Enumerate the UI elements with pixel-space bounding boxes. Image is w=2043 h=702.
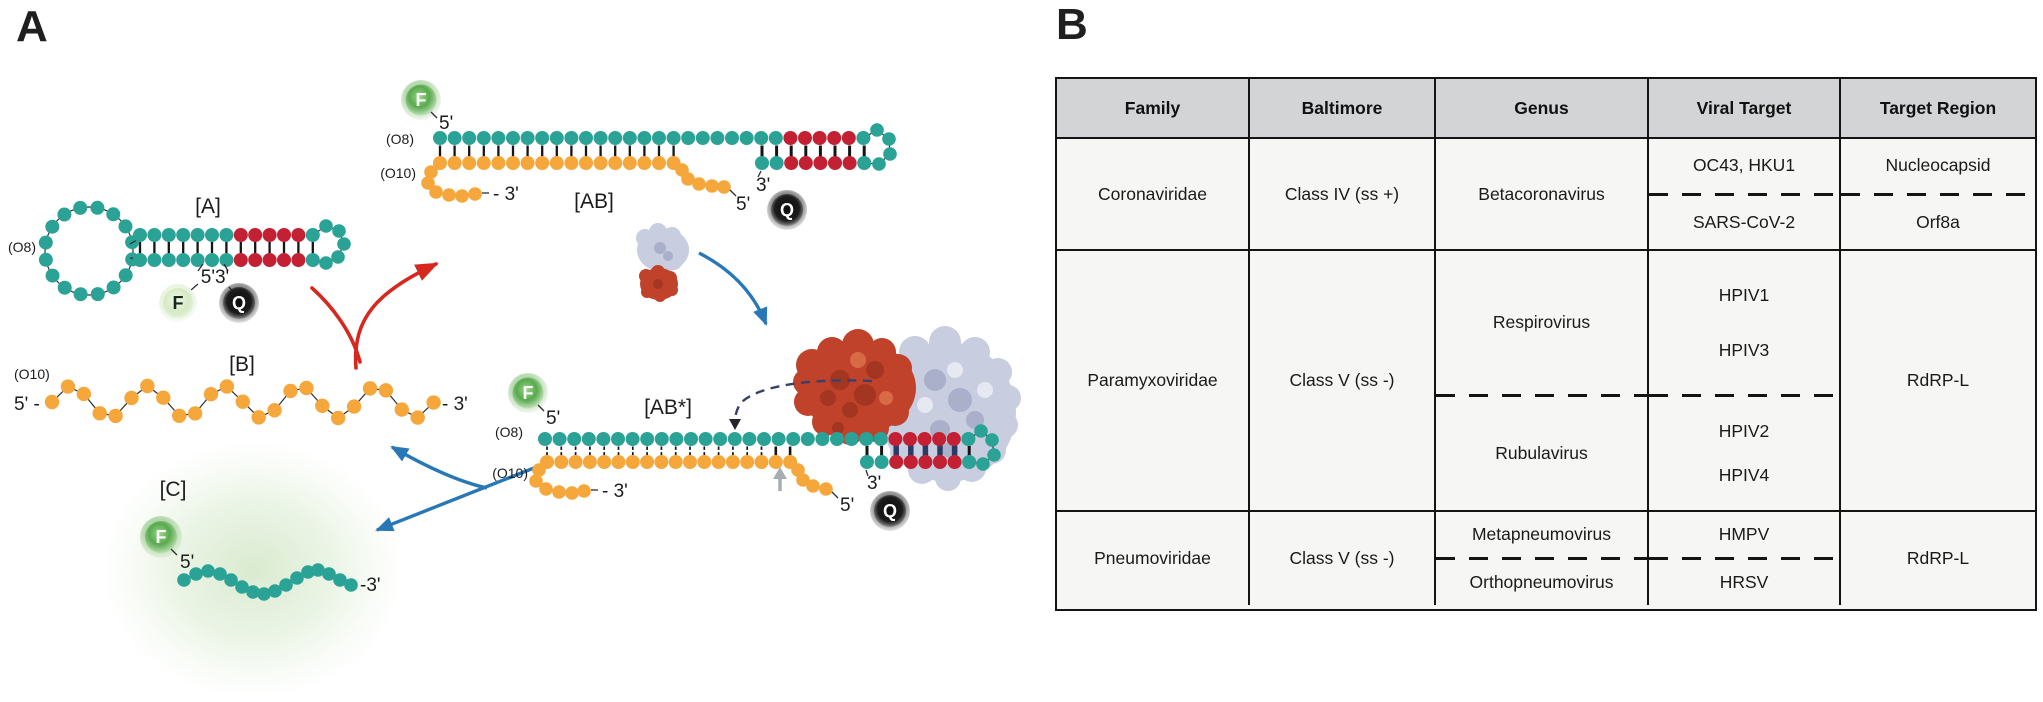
cell-target-region: Nucleocapsid Orf8a (1841, 139, 2035, 249)
cell-baltimore: Class IV (ss +) (1250, 139, 1436, 249)
viral-target-bottom: HRSV (1719, 572, 1769, 592)
abstar-o10-three-prime: - 3' (602, 481, 628, 502)
target-region-bottom: Orf8a (1916, 211, 1960, 232)
panel-a-label: A (16, 2, 48, 51)
cell-genus: Betacoronavirus (1436, 139, 1649, 249)
state-a-label: [A] (195, 195, 221, 218)
cell-baltimore: Class V (ss -) (1250, 512, 1436, 605)
mechanism-diagram: (O8) [A] 5'3' F Q (O10) [B] 5' - - 3' [C… (8, 80, 1021, 700)
header-viral-target: Viral Target (1649, 79, 1841, 137)
state-b-label: [B] (229, 353, 255, 376)
polymerase-protein-small (636, 223, 689, 302)
viral-target-top: OC43, HKU1 (1692, 155, 1796, 176)
structure-ab-duplex: - 3' 5' 3' Q F 5' (O8) (O10) [AB] (380, 80, 897, 230)
cell-family: Coronaviridae (1057, 139, 1250, 249)
o8-label: (O8) (495, 424, 523, 440)
header-baltimore: Baltimore (1250, 79, 1436, 137)
table-header-row: Family Baltimore Genus Viral Target Targ… (1057, 79, 2035, 139)
genus-top: Metapneumovirus (1471, 524, 1612, 544)
ab-o8-three-prime: 3' (756, 175, 770, 196)
fluorophore-icon: F (156, 527, 167, 547)
fluorophore-icon: F (173, 293, 184, 313)
state-ab-star-label: [AB*] (644, 396, 692, 419)
abstar-o10-five-prime: 5' (840, 495, 854, 516)
cell-genus: Metapneumovirus Orthopneumovirus (1436, 512, 1649, 605)
c-three-prime: -3' (360, 575, 381, 596)
quencher-icon: Q (883, 501, 897, 521)
o10-label: (O10) (14, 366, 50, 382)
dashed-divider (1436, 557, 1647, 560)
viral-target-item: HPIV3 (1718, 339, 1770, 360)
dashed-divider (1841, 192, 2035, 196)
o8-label: (O8) (8, 239, 36, 255)
target-region-top: Nucleocapsid (1885, 155, 1991, 176)
structure-ab-star-complex: - 3' 5' 3' Q F 5' (O8) (O10) [AB*] (492, 373, 1001, 531)
header-family: Family (1057, 79, 1250, 137)
a-termini-label: 5'3' (201, 267, 229, 288)
state-c-label: [C] (160, 478, 187, 501)
dashed-divider (1436, 394, 1647, 398)
abstar-o8-five-prime: 5' (546, 408, 560, 429)
quencher-icon: Q (232, 293, 246, 313)
genus-bottom: Rubulavirus (1495, 443, 1588, 464)
b-five-prime: 5' - (14, 394, 40, 415)
viral-target-bottom: SARS-CoV-2 (1692, 211, 1796, 232)
structure-b-target: (O10) [B] 5' - - 3' (14, 353, 468, 426)
viral-target-item: HPIV2 (1718, 420, 1770, 441)
genus-top: Respirovirus (1492, 312, 1591, 333)
o10-label: (O10) (380, 165, 416, 181)
cell-viral-target: HMPV HRSV (1649, 512, 1841, 605)
structure-a-beacon: (O8) [A] 5'3' F Q (8, 195, 351, 323)
panel-b-label: B (1056, 0, 1088, 49)
reaction-arrow-red (310, 262, 439, 370)
cell-viral-target: HPIV1 HPIV3 HPIV2 HPIV4 (1649, 251, 1841, 510)
dashed-divider (1649, 557, 1839, 560)
cell-baltimore: Class V (ss -) (1250, 251, 1436, 510)
fluorophore-icon: F (523, 383, 534, 403)
table-row-coronaviridae: Coronaviridae Class IV (ss +) Betacorona… (1057, 139, 2035, 251)
cell-family: Pneumoviridae (1057, 512, 1250, 605)
cell-genus: Respirovirus Rubulavirus (1436, 251, 1649, 510)
c-five-prime: 5' (180, 552, 194, 573)
cleavage-arrow-dashed (729, 379, 873, 430)
cell-target-region: RdRP-L (1906, 548, 1970, 568)
viral-target-top: HPIV1 HPIV3 (1649, 251, 1839, 394)
viral-target-bottom: HPIV2 HPIV4 (1649, 397, 1839, 510)
quencher-icon: Q (780, 200, 794, 220)
viral-target-item: HPIV4 (1718, 465, 1770, 486)
cell-target-region: RdRP-L (1906, 370, 1970, 390)
binding-arrow-blue (698, 251, 768, 326)
genus-bottom: Orthopneumovirus (1469, 572, 1614, 592)
dashed-divider (1649, 192, 1839, 196)
b-three-prime: - 3' (442, 394, 468, 415)
fluorescence-glow (101, 440, 405, 700)
release-arrows-blue (375, 445, 540, 532)
ab-o10-five-prime: 5' (736, 194, 750, 215)
cleavage-site-arrow-gray (773, 467, 787, 491)
dashed-divider (1649, 394, 1839, 398)
viral-target-item: HPIV1 (1718, 284, 1770, 305)
cell-viral-target: OC43, HKU1 SARS-CoV-2 (1649, 139, 1841, 249)
header-target-region: Target Region (1879, 97, 1997, 118)
viral-target-top: HMPV (1718, 524, 1770, 544)
o10-label: (O10) (492, 465, 528, 481)
ab-o10-three-prime: - 3' (493, 184, 519, 205)
o8-label: (O8) (386, 131, 414, 147)
cell-family: Paramyxoviridae (1057, 251, 1250, 510)
header-genus: Genus (1436, 79, 1649, 137)
table-row-pneumoviridae: Pneumoviridae Class V (ss -) Metapneumov… (1057, 512, 2035, 605)
virus-table: Family Baltimore Genus Viral Target Targ… (1055, 77, 2037, 611)
fluorophore-icon: F (416, 90, 427, 110)
structure-c-product: [C] F 5' -3' (140, 478, 381, 601)
ab-o8-five-prime: 5' (439, 113, 453, 134)
state-ab-label: [AB] (574, 190, 614, 213)
abstar-o8-three-prime: 3' (867, 473, 881, 494)
table-row-paramyxoviridae: Paramyxoviridae Class V (ss -) Respirovi… (1057, 251, 2035, 512)
